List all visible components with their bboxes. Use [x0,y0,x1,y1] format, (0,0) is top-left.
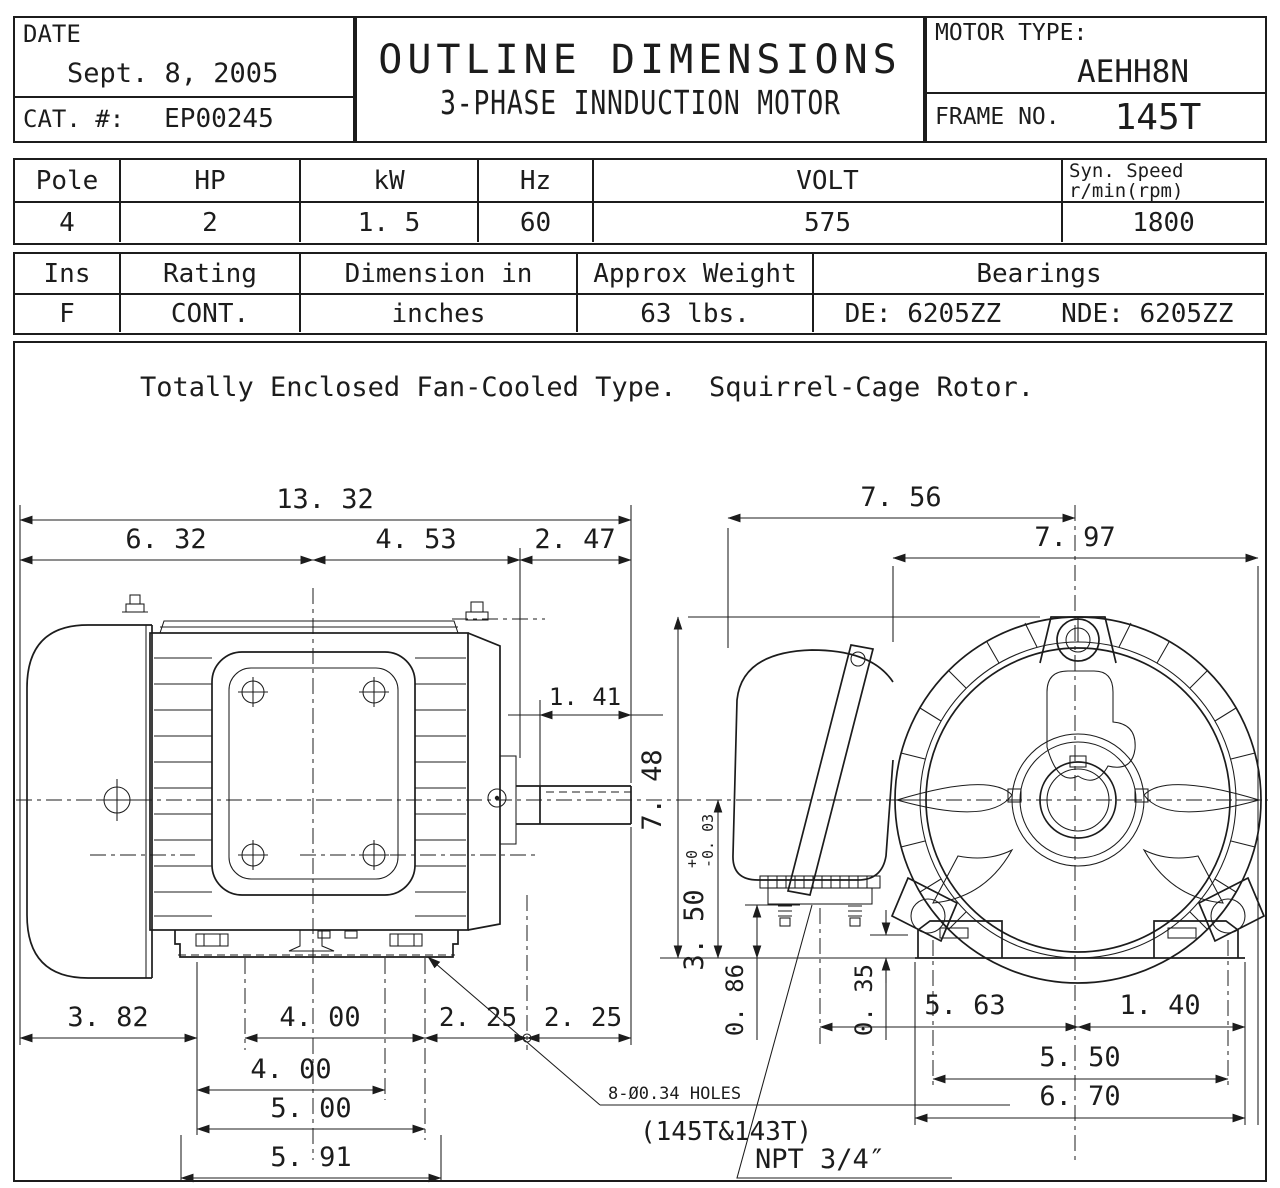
dim-shaft-section: 2. 47 [534,524,615,555]
header-syn-speed: Syn. Speed r/min(rpm) [1063,160,1264,203]
syn-speed-line1: Syn. Speed [1069,159,1184,182]
title-block-right: MOTOR TYPE: AEHH8N FRAME NO. 145T [925,16,1267,143]
shaft [516,785,632,825]
date-label: DATE [23,20,81,48]
motor-type-label: MOTOR TYPE: [935,20,1088,46]
fan-cover [26,624,152,979]
shaft-end [1039,761,1117,839]
dim-shaft-b: 2. 25 [544,1003,622,1033]
header-volt: VOLT [594,160,1063,203]
dim-box-to-center: 7. 56 [860,482,941,513]
catalog-number-label: CAT. #: [23,105,125,133]
header-ins: Ins [15,254,121,295]
frame-number-label: FRAME NO. [935,104,1060,130]
terminal-cover-plate [211,651,416,896]
dim-foot-width-2: 1. 40 [1119,990,1200,1021]
sheet-title-line2: 3-PHASE INNDUCTION MOTOR [439,83,841,122]
extension-lines [19,505,1259,1181]
dim-frame-section: 4. 53 [375,524,456,555]
lifting-lug [1039,616,1117,664]
header-rating: Rating [121,254,301,295]
frame-circle [925,647,1231,953]
header-pole: Pole [15,160,121,203]
cover-screws [238,677,389,870]
dim-shaft-height-tol-minus: -0. 03 [699,814,717,868]
value-kw: 1. 5 [301,203,479,242]
syn-speed-line2: r/min(rpm) [1069,179,1184,202]
motor-frame [149,632,469,931]
bearing-nde: NDE: 6205ZZ [1061,298,1234,329]
mounting-feet [174,930,459,958]
dim-bolt-span-1: 4. 00 [279,1002,360,1033]
terminal-box [732,644,894,927]
terminal-box-lid [786,644,875,896]
npt-leader [736,904,952,1179]
dimension-labels: 13. 32 6. 32 4. 53 2. 47 1. 41 3. 82 4. … [67,482,1200,1175]
details-table: Ins Rating Dimension in Approx Weight Be… [13,252,1267,335]
value-weight: 63 lbs. [578,295,814,332]
dim-bolt-span-2: 4. 00 [250,1054,331,1085]
value-hp: 2 [121,203,301,242]
header-bearings: Bearings [814,254,1264,295]
frame-number-value: 145T [1114,96,1202,138]
motor-type-value: AEHH8N [1077,54,1189,90]
dim-shaft-a: 2. 25 [439,1003,517,1033]
header-approx-weight: Approx Weight [578,254,814,295]
dim-shaft-height-tol-plus: +0 [683,850,701,868]
header-hz: Hz [479,160,594,203]
dim-base-width: 6. 70 [1039,1081,1120,1112]
value-syn-speed: 1800 [1132,207,1195,238]
dim-foot-pad-height: 0. 35 [850,964,878,1036]
npt-note: NPT 3/4″ [755,1144,885,1175]
end-view [732,616,1266,984]
sheet-title-line1: OUTLINE DIMENSIONS [378,37,902,83]
dim-foot-width-1: 5. 63 [924,990,1005,1021]
title-block-left: DATE Sept. 8, 2005 CAT. #: EP00245 [13,16,355,143]
dimension-lines [19,513,1259,1183]
dim-box-bottom-height: 0. 86 [721,964,749,1036]
end-view-feet [917,920,1239,958]
drawing-area-border [13,341,1267,1182]
holes-frames-note: (145T&143T) [640,1117,812,1147]
dim-key-length: 1. 41 [549,683,621,711]
dim-bolt-span-end: 5. 50 [1039,1042,1120,1073]
value-pole: 4 [15,203,121,242]
dim-foot-offset: 3. 82 [67,1002,148,1033]
holes-note: 8-Ø0.34 HOLES [608,1084,741,1104]
header-kw: kW [301,160,479,203]
date-value: Sept. 8, 2005 [67,58,279,89]
value-hz: 60 [479,203,594,242]
value-ins: F [15,295,121,332]
dim-shaft-height-group: 3. 50 +0 -0. 03 [679,814,717,971]
construction-note: Totally Enclosed Fan-Cooled Type. Squirr… [140,372,1035,403]
catalog-number-value: EP00245 [164,104,274,134]
centerlines [16,505,1268,1162]
dim-base-length: 5. 91 [270,1142,351,1173]
dim-overall-height: 7. 48 [637,749,668,830]
cooling-fins [154,657,466,917]
dim-shaft-height: 3. 50 [679,889,710,970]
value-bearings: DE: 6205ZZ NDE: 6205ZZ [814,295,1264,332]
value-rating: CONT. [121,295,301,332]
dim-overall-length: 13. 32 [276,484,374,515]
dim-fan-section: 6. 32 [125,524,206,555]
value-volt: 575 [594,203,1063,242]
header-hp: HP [121,160,301,203]
ratings-table: Pole HP kW Hz VOLT Syn. Speed r/min(rpm)… [13,158,1267,245]
title-block-center: OUTLINE DIMENSIONS 3-PHASE INNDUCTION MO… [355,16,925,143]
value-dimension-unit: inches [301,295,578,332]
side-view [26,594,632,979]
dim-foot-length: 5. 00 [270,1093,351,1124]
holes-leader [427,956,601,1106]
dim-overall-width: 7. 97 [1034,522,1115,553]
bearing-de: DE: 6205ZZ [844,298,1002,329]
keyway [1069,755,1087,768]
header-dimension-in: Dimension in [301,254,578,295]
